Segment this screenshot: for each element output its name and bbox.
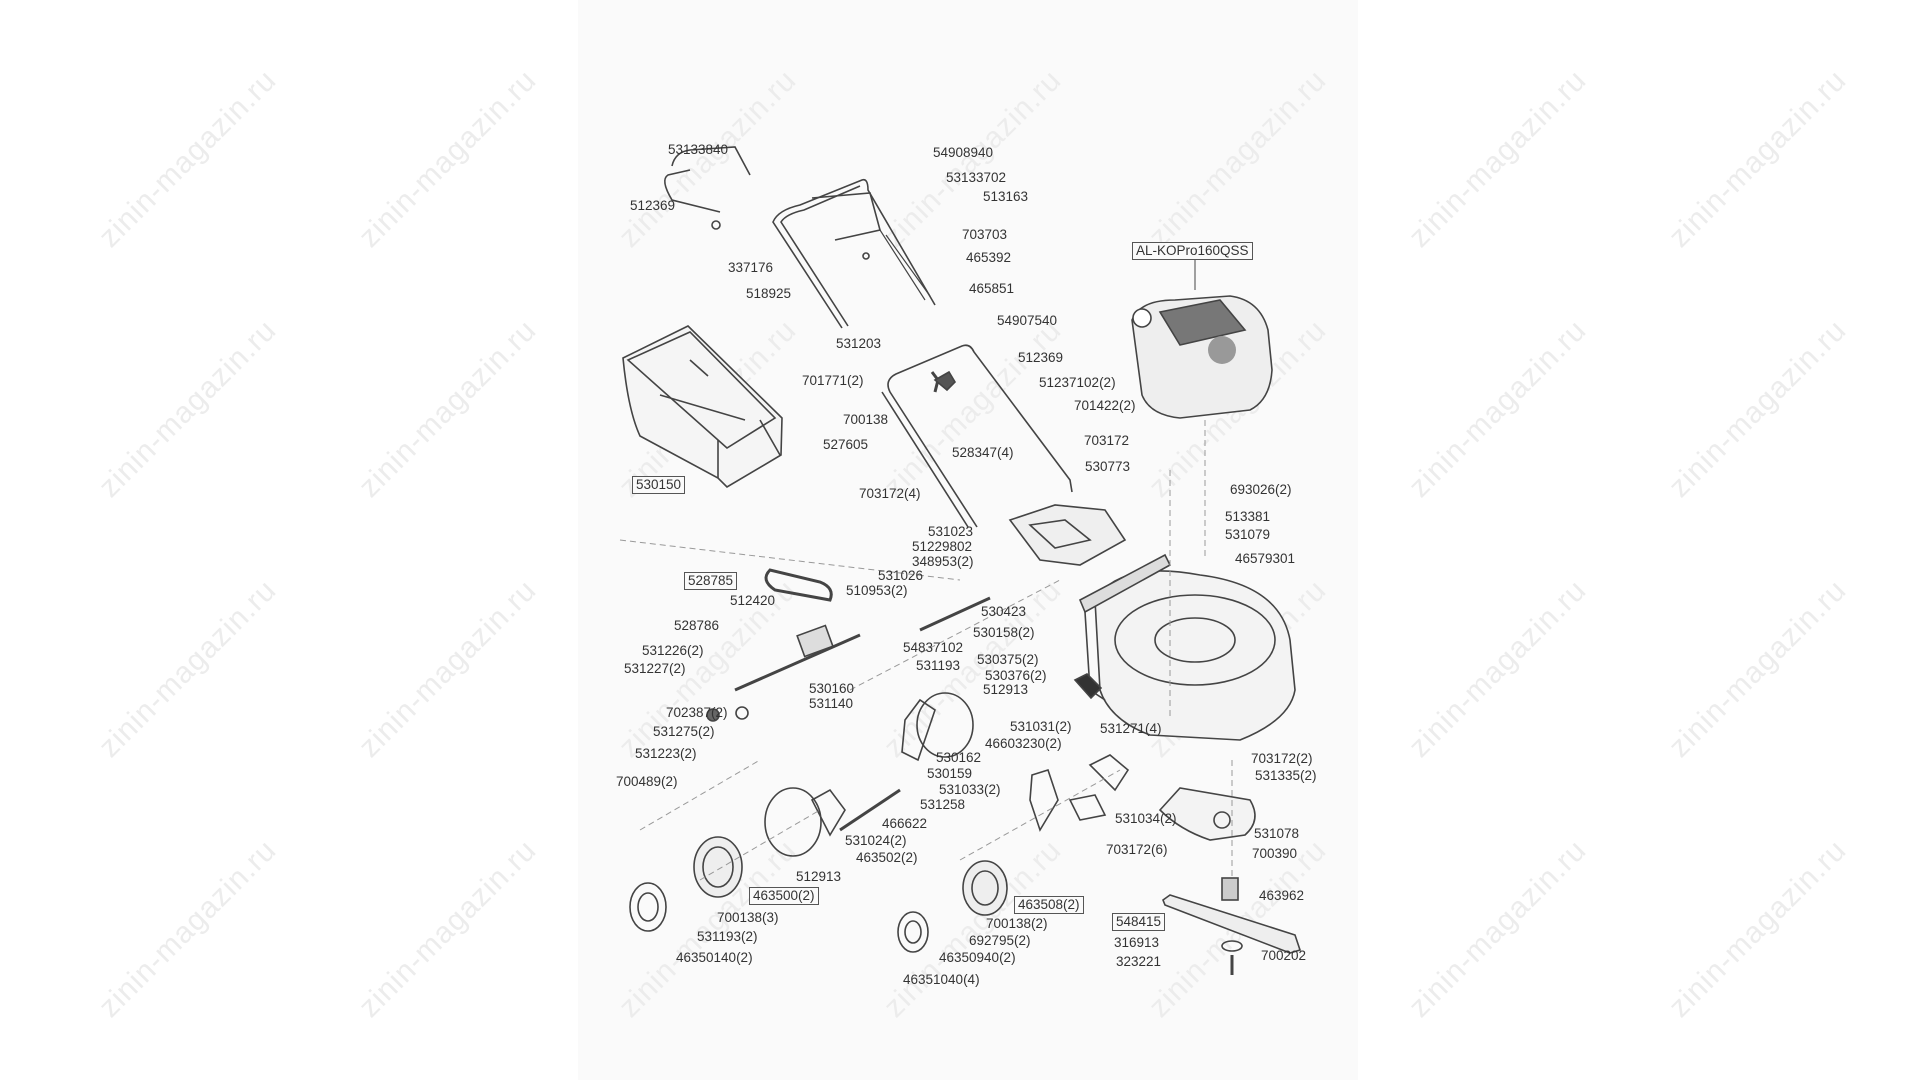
part-number: 527605 [823,437,869,452]
part-number: 700138 [843,412,889,427]
part-number: 700138(2) [986,916,1048,931]
part-number: 703703 [962,227,1008,242]
part-number: 512913 [983,682,1029,697]
part-number: 316913 [1114,935,1160,950]
part-number: 531227(2) [624,661,686,676]
part-number-boxed: 548415 [1112,913,1166,931]
part-number: 51229802 [912,539,973,554]
part-number: 692795(2) [969,933,1031,948]
part-number: 530160 [809,681,855,696]
part-number: 46351040(4) [903,972,980,987]
part-number: 512369 [1018,350,1064,365]
part-number: 530423 [981,604,1027,619]
part-number: 518925 [746,286,792,301]
part-number: 530159 [927,766,973,781]
part-number: 46579301 [1235,551,1296,566]
part-number-boxed: 463508(2) [1014,896,1084,914]
part-number: 53133702 [946,170,1007,185]
part-number-boxed: 528785 [684,572,738,590]
part-number: 513381 [1225,509,1271,524]
part-number: 531023 [928,524,974,539]
part-number: 54837102 [903,640,964,655]
part-number: 530158(2) [973,625,1035,640]
part-number: 530375(2) [977,652,1039,667]
wheels [629,706,1008,953]
engine-model-label: AL-KOPro160QSS [1132,242,1253,260]
part-number: 46350940(2) [939,950,1016,965]
part-number: 700390 [1252,846,1298,861]
part-number: 512369 [630,198,676,213]
part-number: 531140 [809,696,854,711]
part-number: 703172(6) [1106,842,1168,857]
assembly-lines [619,420,1233,881]
part-number: 531193 [916,658,961,673]
part-number: 528786 [674,618,720,633]
part-number: 466622 [882,816,928,831]
part-number: 46603230(2) [985,736,1062,751]
part-number: 465851 [969,281,1015,296]
part-number: 54907540 [997,313,1058,328]
part-number-boxed: 463500(2) [749,887,819,905]
part-number: 531026 [878,568,924,583]
part-number: 700202 [1261,948,1307,963]
cutter-assembly [1158,787,1302,975]
engine [1131,250,1273,419]
part-number: 465392 [966,250,1012,265]
part-number: 531078 [1254,826,1300,841]
part-number: 512420 [730,593,776,608]
part-number: 531335(2) [1255,768,1317,783]
part-number: 54908940 [933,145,994,160]
part-number: 700138(3) [717,910,779,925]
part-number: 703172(4) [859,486,921,501]
part-number: 701422(2) [1074,398,1136,413]
part-number: 531033(2) [939,782,1001,797]
part-number-boxed: 530150 [632,476,686,494]
part-number: 531258 [920,797,966,812]
part-number: 531031(2) [1010,719,1072,734]
part-number: 510953(2) [846,583,908,598]
part-number: 513163 [983,189,1029,204]
part-number: 531193(2) [697,929,758,944]
part-number: 531271(4) [1100,721,1162,736]
part-number: 528347(4) [952,445,1014,460]
part-number: 530162 [936,750,982,765]
part-number: 46350140(2) [676,950,753,965]
part-number: 531203 [836,336,882,351]
rear-flap [1008,504,1127,566]
part-number: 531034(2) [1115,811,1177,826]
part-number: 512913 [796,869,842,884]
lower-handle [881,344,1073,528]
part-number: 531223(2) [635,746,697,761]
part-number: 323221 [1116,954,1162,969]
part-number: 463502(2) [856,850,918,865]
mower-deck [1078,553,1296,741]
part-number: 702387(2) [666,705,728,720]
part-number: 530376(2) [985,668,1047,683]
part-number: 693026(2) [1230,482,1292,497]
part-number: 531024(2) [845,833,907,848]
part-number: 703172 [1084,433,1130,448]
part-number: 337176 [728,260,774,275]
upper-handle [664,146,936,329]
part-number: 530773 [1085,459,1131,474]
part-number: 703172(2) [1251,751,1313,766]
part-number: 531226(2) [642,643,704,658]
part-number: 701771(2) [802,373,864,388]
drive-assembly [734,568,1130,857]
part-number: 463962 [1259,888,1305,903]
part-number: 531079 [1225,527,1271,542]
part-number: 53133840 [668,142,729,157]
part-number: 531275(2) [653,724,715,739]
grass-basket [622,325,783,489]
part-number: 348953(2) [912,554,974,569]
part-number: 700489(2) [616,774,678,789]
part-number: 51237102(2) [1039,375,1116,390]
